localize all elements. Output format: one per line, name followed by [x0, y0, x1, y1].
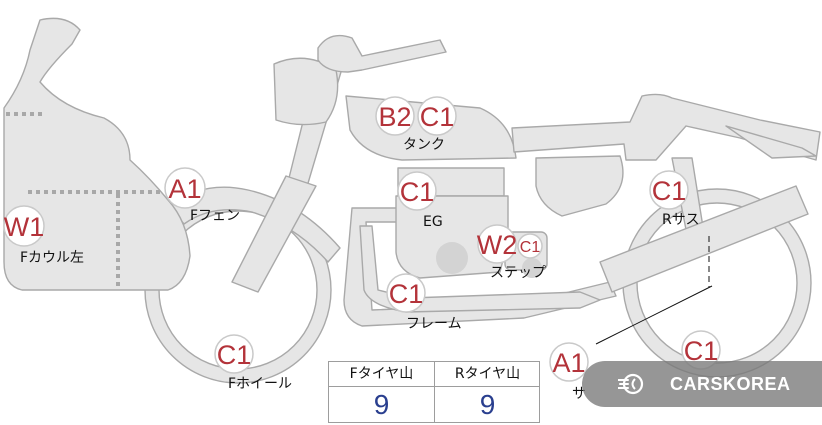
rear-tread-value: 9 — [479, 389, 496, 420]
part-label: Rサス — [662, 212, 699, 228]
marker-code: C1 — [520, 239, 541, 256]
part-label: Fホイール — [228, 376, 292, 392]
marker-code: A1 — [552, 348, 585, 378]
marker-c1-engine: C1 EG — [397, 171, 443, 230]
part-label: ステップ — [490, 265, 546, 281]
part-label: タンク — [403, 137, 445, 153]
swingarm-shape — [599, 185, 809, 293]
marker-code: C1 — [420, 102, 455, 132]
seat-shape — [511, 93, 821, 161]
tail-light-shape — [725, 125, 817, 159]
marker-code: C1 — [400, 177, 435, 207]
front-tread-value: 9 — [329, 387, 435, 423]
marker-code: W2 — [477, 230, 518, 260]
fork-tube-shape — [231, 175, 317, 293]
marker-a1-swingarm: A1 サ — [549, 342, 589, 402]
marker-c1-front-wheel: C1 Fホイール — [214, 334, 292, 392]
marker-c1-frame: C1 フレーム — [386, 273, 462, 332]
rear-tread-header: Rタイヤ山 — [435, 362, 540, 387]
part-label: Fフェン — [190, 208, 240, 224]
marker-code: C1 — [652, 176, 687, 206]
part-label: フレーム — [406, 316, 462, 332]
marker-b2-tank: B2 — [375, 96, 415, 136]
swingarm-leader-line — [595, 236, 713, 345]
marker-a1-front-fender: A1 Fフェン — [164, 167, 240, 224]
front-tread-header: Fタイヤ山 — [329, 362, 435, 387]
handlebar-shape — [317, 34, 447, 73]
marker-code: A1 — [168, 174, 201, 204]
marker-c1-rear-suspension: C1 Rサス — [649, 170, 699, 228]
side-cover-shape — [535, 155, 624, 217]
marker-w2-step: W2 — [477, 224, 518, 264]
marker-c1-tank: C1 タンク — [403, 96, 457, 153]
marker-c1-step: C1 ステップ — [490, 233, 546, 281]
part-label: Fカウル左 — [20, 250, 84, 266]
marker-code: W1 — [4, 212, 45, 242]
part-label: EG — [423, 214, 443, 230]
marker-w1: W1 Fカウル左 — [3, 205, 84, 266]
watermark-text: CARSKOREA — [670, 374, 791, 394]
headlight-shape — [273, 57, 339, 126]
marker-code: C1 — [389, 279, 424, 309]
carskorea-logo-icon — [618, 373, 644, 395]
front-cowl-shape — [3, 17, 191, 291]
carskorea-watermark: CARSKOREA — [582, 361, 822, 407]
front-fender-shape — [167, 186, 341, 263]
cowl-panel-lines — [6, 112, 160, 286]
tire-tread-table: Fタイヤ山 Rタイヤ山 9 9 — [328, 361, 540, 423]
marker-code: B2 — [378, 102, 411, 132]
marker-code: C1 — [217, 340, 252, 370]
